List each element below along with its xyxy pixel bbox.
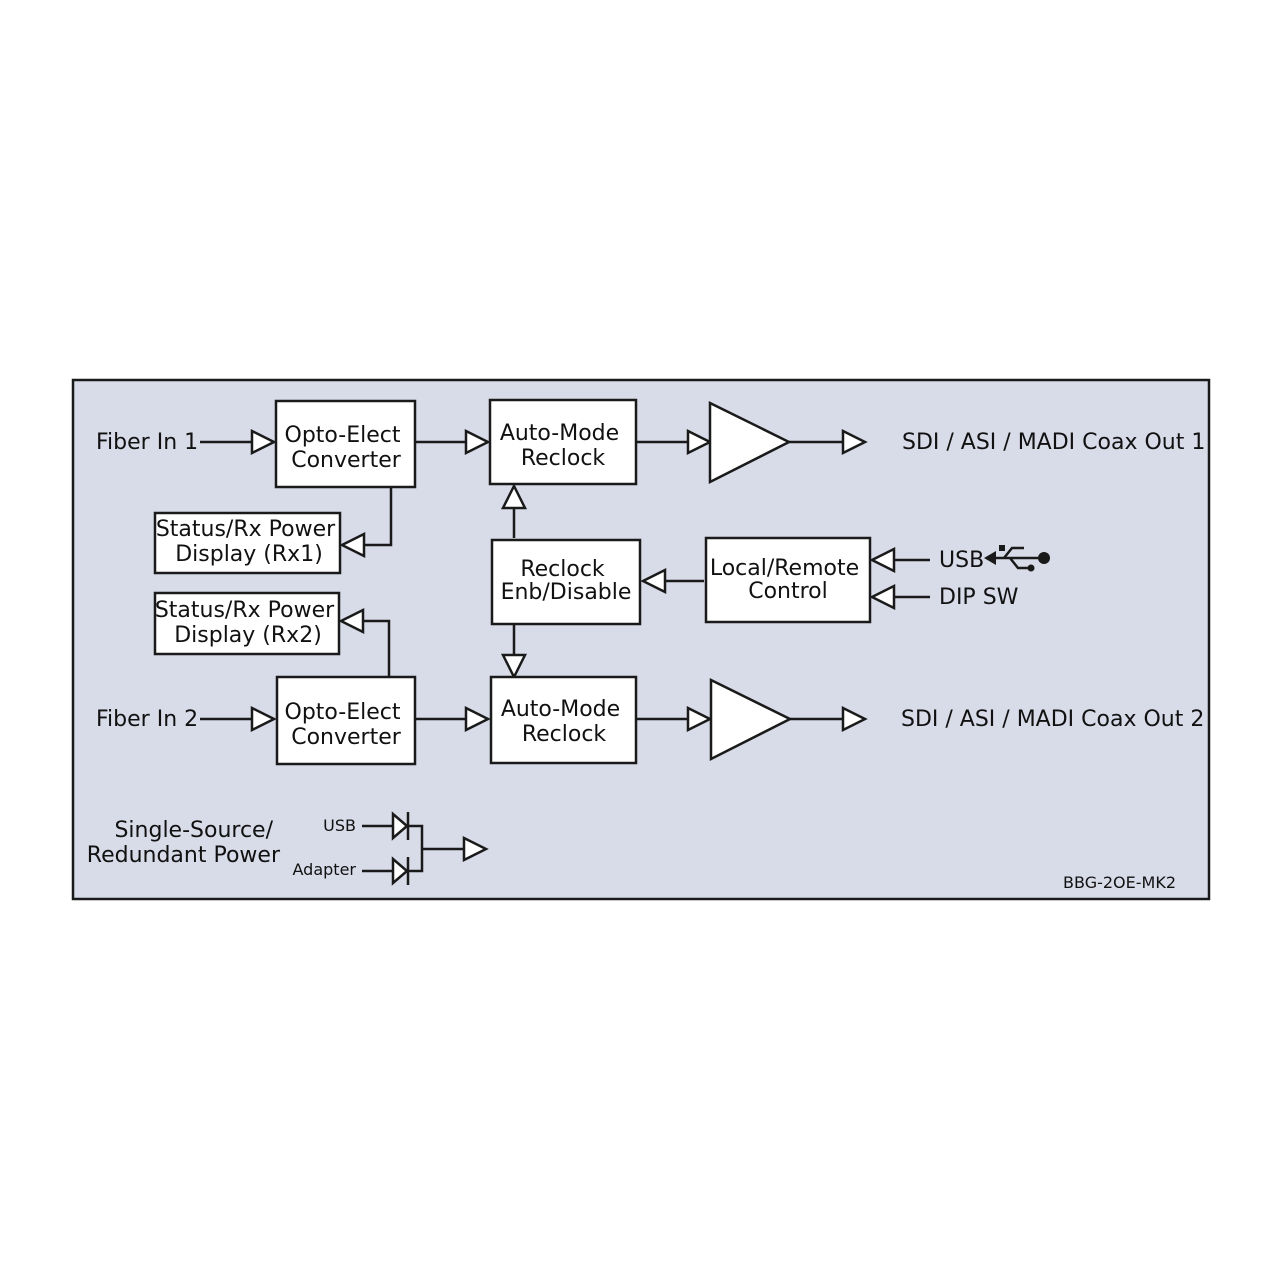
arrow-icon — [500, 653, 528, 680]
output-2-label: SDI / ASI / MADI Coax Out 2 — [901, 707, 1204, 732]
arrow-icon — [686, 428, 713, 456]
svg-text:Auto-Mode Reclock: Auto-Mode Reclock — [500, 421, 626, 471]
connector-lines — [200, 440, 930, 873]
svg-text:Single-Source/ Redundant P: Single-Source/ Redundant Power — [87, 818, 281, 868]
opto-elect-converter-2-box — [275, 675, 417, 766]
status-display-rx2-box — [153, 591, 341, 656]
amplifier-triangle-icon — [708, 400, 792, 485]
arrow-icon — [462, 835, 489, 863]
reclock-enb-line-2: Enb/Disable — [501, 580, 632, 605]
opto-elect-converter-1-box — [274, 399, 417, 489]
reclock-enb-line-1: Reclock — [520, 557, 605, 582]
diode-icon — [391, 856, 410, 886]
arrow-icon — [250, 705, 277, 733]
power-label-line-2: Redundant Power — [87, 843, 281, 868]
arrow-icon — [250, 428, 277, 456]
control-line-2: Control — [748, 579, 828, 604]
dip-sw-label: DIP SW — [939, 585, 1019, 610]
opto-2-line-1: Opto-Elect — [285, 700, 401, 725]
reclock-2-line-1: Auto-Mode — [501, 697, 620, 722]
arrow-icon — [339, 531, 366, 559]
status-1-line-2: Display (Rx1) — [175, 542, 323, 567]
arrow-icon — [869, 583, 896, 611]
model-number: BBG-2OE-MK2 — [1063, 873, 1176, 892]
svg-text:Reclock Enb/Disable: Reclock Enb/Disable — [501, 557, 632, 605]
svg-text:Opto-Elect Converter: Opto-Elect Converter — [285, 423, 408, 473]
arrow-icon — [841, 428, 868, 456]
diode-icon — [391, 811, 410, 841]
reclock-2-line-2: Reclock — [522, 722, 607, 747]
arrow-icon — [500, 483, 528, 510]
reclock-1-line-2: Reclock — [521, 446, 606, 471]
usb-icon — [984, 545, 1050, 572]
reclock-1-line-1: Auto-Mode — [500, 421, 619, 446]
arrow-icon — [464, 428, 491, 456]
opto-1-line-1: Opto-Elect — [285, 423, 401, 448]
arrow-icon — [640, 567, 667, 595]
power-label-line-1: Single-Source/ — [114, 818, 273, 843]
status-2-line-1: Status/Rx Power — [155, 598, 335, 623]
svg-text:Opto-Elect Converter: Opto-Elect Converter — [285, 700, 408, 750]
usb-control-label: USB — [939, 548, 984, 573]
svg-text:Status/Rx Power Display (R: Status/Rx Power Display (Rx1) — [156, 517, 342, 567]
opto-2-line-2: Converter — [291, 725, 402, 750]
status-2-line-2: Display (Rx2) — [174, 623, 322, 648]
status-1-line-1: Status/Rx Power — [156, 517, 336, 542]
svg-text:Status/Rx Power Display (R: Status/Rx Power Display (Rx2) — [155, 598, 341, 648]
svg-text:Auto-Mode Reclock: Auto-Mode Reclock — [501, 697, 627, 747]
status-display-rx1-box — [153, 511, 342, 575]
output-1-label: SDI / ASI / MADI Coax Out 1 — [902, 430, 1205, 455]
amplifier-triangle-icon — [709, 677, 793, 762]
control-line-1: Local/Remote — [710, 556, 859, 581]
opto-1-line-2: Converter — [291, 448, 402, 473]
auto-mode-reclock-1-box — [488, 398, 638, 486]
power-adapter-label: Adapter — [293, 860, 357, 879]
fiber-in-1-label: Fiber In 1 — [96, 430, 198, 455]
power-usb-label: USB — [323, 816, 356, 835]
auto-mode-reclock-2-box — [489, 675, 638, 765]
fiber-in-2-label: Fiber In 2 — [96, 707, 198, 732]
arrow-icon — [686, 705, 713, 733]
local-remote-control-box — [704, 536, 872, 624]
arrow-icon — [841, 705, 868, 733]
arrow-icon — [869, 546, 896, 574]
arrow-icon — [338, 607, 365, 635]
reclock-enb-disable-box — [490, 538, 642, 626]
arrow-icon — [464, 705, 491, 733]
svg-text:Local/Remote Control: Local/Remote Control — [710, 556, 866, 604]
